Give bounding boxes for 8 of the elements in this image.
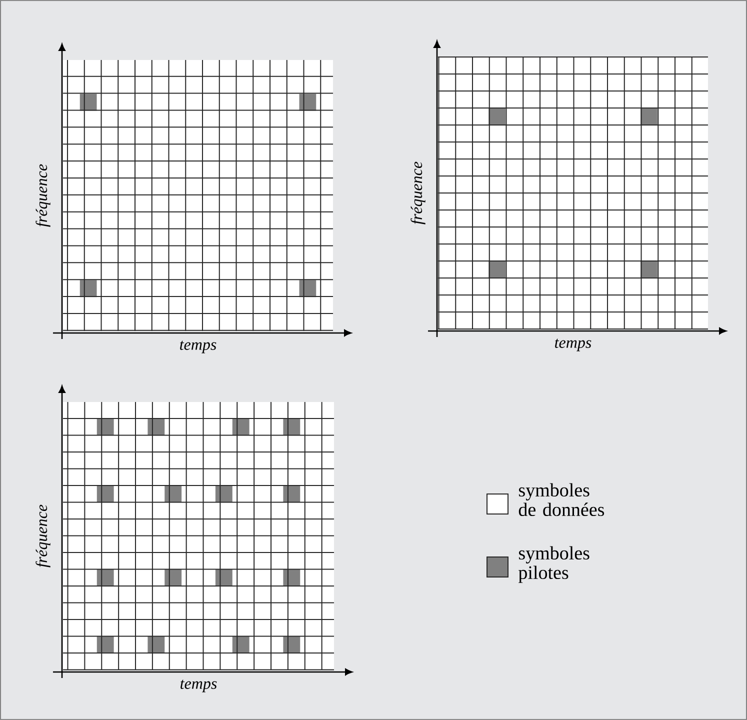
axis-label: fréquence [36, 164, 50, 227]
axis-label: temps [180, 680, 217, 692]
axis-label: temps [180, 340, 216, 354]
legend-text: symboles pilotes [518, 546, 590, 583]
axis-label: fréquence [410, 162, 426, 224]
axis-label: temps [555, 338, 592, 352]
legend-text: symboles de données [518, 483, 604, 516]
axis-label: fréquence [36, 504, 50, 568]
